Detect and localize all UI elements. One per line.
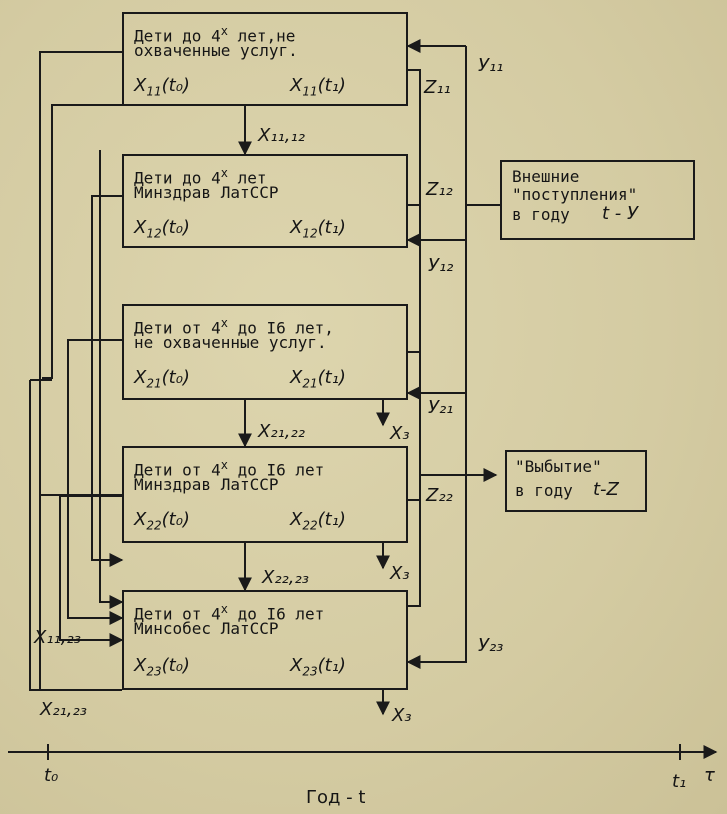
label-x21-23: X₂₁,₂₃ bbox=[40, 699, 87, 720]
box2-line1: Дети до 4х лет bbox=[134, 166, 267, 188]
box5-line1: Дети от 4х до I6 лет bbox=[134, 602, 325, 624]
line-feed-box5 bbox=[99, 150, 124, 609]
label-x3-box3: X₃ bbox=[390, 423, 410, 444]
inflow-line1: Внешние bbox=[512, 167, 580, 186]
axis-label-t0: t₀ bbox=[44, 765, 59, 786]
axis-caption: Год - t bbox=[306, 787, 366, 808]
inflow-line2: "поступления" bbox=[512, 185, 638, 204]
label-x3-box5: X₃ bbox=[392, 705, 412, 726]
box-children-4to16-no-service: Дети от 4х до I6 лет, не охваченные услу… bbox=[122, 304, 408, 400]
box3-x-t0: X21(t₀) bbox=[134, 367, 190, 391]
box1-line1: Дети до 4х лет,не bbox=[134, 24, 296, 46]
box-children-4to16-social-ministry: Дети от 4х до I6 лет Минсобес ЛатССР X23… bbox=[122, 590, 408, 690]
box4-x-t0: X22(t₀) bbox=[134, 509, 190, 533]
line-box3-to-box5 bbox=[67, 339, 124, 625]
box-outflow: "Выбытие" в году t-Z bbox=[505, 450, 647, 512]
label-z11: Z₁₁ bbox=[424, 77, 451, 98]
label-y11: У₁₁ bbox=[478, 55, 504, 76]
outflow-line1: "Выбытие" bbox=[515, 457, 602, 476]
box5-line2: Минсобес ЛатССР bbox=[134, 619, 279, 638]
outflow-var: t-Z bbox=[593, 479, 619, 500]
box3-line2: не охваченные услуг. bbox=[134, 333, 327, 352]
label-y21: У₂₁ bbox=[428, 397, 454, 418]
inflow-line3: в году bbox=[512, 205, 570, 224]
box5-x-t1: X23(t₁) bbox=[290, 655, 346, 679]
line-box2-to-box5 bbox=[91, 195, 124, 567]
label-z22: Z₂₂ bbox=[426, 485, 453, 506]
line-left-outer bbox=[39, 51, 122, 690]
label-y12: У₁₂ bbox=[428, 255, 454, 276]
inflow-var: t - У bbox=[602, 203, 638, 224]
box4-line2: Минздрав ЛатССР bbox=[134, 475, 279, 494]
box-children-4to16-health-ministry: Дети от 4х до I6 лет Минздрав ЛатССР X22… bbox=[122, 446, 408, 543]
label-y23: У₂₃ bbox=[478, 635, 504, 656]
axis-label-t1: t₁ bbox=[672, 771, 687, 792]
box1-line2: охваченные услуг. bbox=[134, 41, 298, 60]
label-x3-box4: X₃ bbox=[390, 563, 410, 584]
outflow-line2: в году bbox=[515, 481, 573, 500]
label-x11-23: X₁₁,₂₃ bbox=[34, 627, 81, 648]
box1-x-t1: X11(t₁) bbox=[290, 75, 346, 99]
box4-x-t1: X22(t₁) bbox=[290, 509, 346, 533]
box-children-under4-health-ministry: Дети до 4х лет Минздрав ЛатССР X12(t₀) X… bbox=[122, 154, 408, 248]
label-x11-12: X₁₁,₁₂ bbox=[258, 125, 305, 146]
axis-label-tau: τ bbox=[704, 765, 715, 786]
box5-x-t0: X23(t₀) bbox=[134, 655, 190, 679]
box3-line1: Дети от 4х до I6 лет, bbox=[134, 316, 334, 338]
label-x22-23: X₂₂,₂₃ bbox=[262, 567, 309, 588]
box3-x-t1: X21(t₁) bbox=[290, 367, 346, 391]
box-external-inflow: Внешние "поступления" в году t - У bbox=[500, 160, 695, 240]
line-z-collector bbox=[408, 69, 421, 607]
line-x21-23 bbox=[29, 380, 122, 691]
box2-line2: Минздрав ЛатССР bbox=[134, 183, 279, 202]
label-z12: Z₁₂ bbox=[426, 179, 453, 200]
label-x21-22: X₂₁,₂₂ bbox=[258, 421, 305, 442]
box1-x-t0: X11(t₀) bbox=[134, 75, 190, 99]
box-children-under4-no-service: Дети до 4х лет,не охваченные услуг. X11(… bbox=[122, 12, 408, 106]
line-y23 bbox=[406, 46, 467, 669]
line-left-a bbox=[42, 104, 122, 379]
box2-x-t1: X12(t₁) bbox=[290, 217, 346, 241]
box4-line1: Дети от 4х до I6 лет bbox=[134, 458, 325, 480]
box2-x-t0: X12(t₀) bbox=[134, 217, 190, 241]
